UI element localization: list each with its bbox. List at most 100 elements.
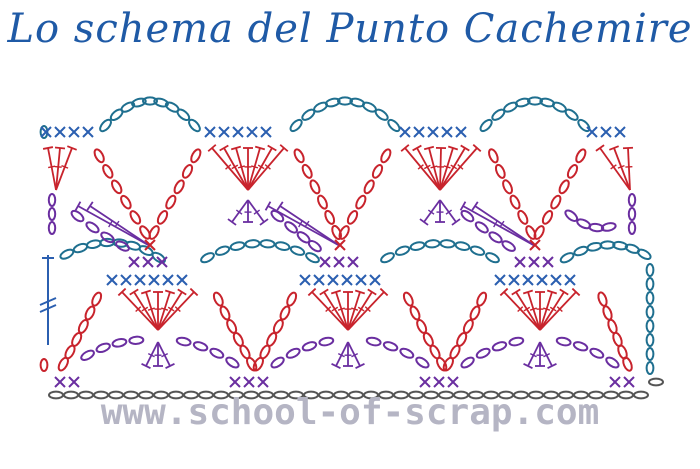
chain-oval-icon [527, 96, 543, 106]
chain-loops [39, 96, 664, 387]
t-stitch-icon [42, 146, 57, 191]
chain-oval-icon [645, 305, 655, 319]
chain-oval-icon [289, 118, 303, 133]
chain-oval-icon [460, 209, 475, 223]
t-stitch-icon [499, 287, 541, 331]
chain-oval-icon [324, 209, 336, 225]
cross-x-icon [600, 126, 612, 138]
chain-oval-icon [550, 194, 562, 210]
chain-oval-icon [102, 164, 114, 179]
chain-oval-icon [479, 118, 493, 133]
side-marks [39, 255, 57, 345]
page-title: Lo schema del Punto Cachemire [7, 6, 693, 52]
chain-oval-icon [558, 179, 570, 195]
chain-oval-icon [442, 356, 454, 372]
chain-oval-icon [324, 97, 341, 108]
website-watermark: www.school-of-scrap.com [100, 392, 600, 433]
chain-oval-icon [374, 108, 389, 121]
t-stitch-icon [459, 201, 536, 247]
t-stitch-icon [539, 341, 557, 370]
t-stitch-icon [347, 287, 389, 331]
chain-oval-icon [128, 335, 145, 345]
t-stitch-icon [331, 341, 349, 370]
cross-x-icon [333, 256, 345, 268]
chain-oval-icon [517, 209, 529, 225]
chain-oval-icon [84, 305, 96, 321]
t-stitch-icon [54, 146, 66, 191]
chain-oval-icon [307, 239, 322, 253]
t-stitch-icon [230, 145, 249, 191]
chain-oval-icon [129, 210, 142, 225]
t-stitch-icon [522, 289, 541, 331]
cross-x-icon [586, 126, 598, 138]
chain-oval-icon [589, 347, 605, 359]
chain-oval-icon [219, 305, 231, 321]
t-stitch-icon [219, 144, 249, 191]
cross-x-icon [528, 256, 540, 268]
cross-x-icon [204, 126, 216, 138]
t-stitch-icon [439, 145, 459, 191]
chain-oval-icon [622, 356, 633, 372]
chain-oval-icon [337, 96, 353, 106]
chain-oval-icon [188, 118, 201, 133]
chain-oval-icon [460, 356, 475, 369]
chain-oval-icon [533, 225, 545, 240]
chain-oval-icon [588, 222, 605, 233]
chain-oval-icon [627, 207, 637, 221]
chain-oval-icon [318, 336, 335, 347]
chain-oval-icon [488, 231, 503, 244]
chain-oval-icon [476, 291, 488, 307]
t-stitch-icon [55, 145, 77, 191]
t-stitch-icon [471, 201, 536, 247]
chain-oval-icon [416, 318, 428, 334]
chain-oval-icon [148, 225, 160, 240]
cross-x-icon [246, 126, 258, 138]
chain-oval-icon [111, 337, 128, 348]
chain-oval-icon [575, 148, 587, 164]
chain-oval-icon [365, 336, 382, 347]
t-stitch-icon [400, 144, 441, 191]
chain-oval-icon [91, 291, 103, 307]
t-stitch-icon [622, 146, 634, 191]
chain-oval-icon [474, 221, 489, 234]
cross-x-icon [327, 274, 339, 286]
t-stitch-icon [439, 199, 461, 226]
chain-oval-icon [151, 251, 166, 264]
chain-oval-icon [387, 118, 401, 133]
chain-oval-icon [485, 252, 500, 264]
chain-oval-icon [252, 356, 264, 372]
chain-oval-icon [142, 96, 158, 106]
chain-oval-icon [173, 179, 185, 195]
chain-oval-icon [600, 222, 617, 232]
chain-oval-icon [309, 179, 321, 195]
chain-oval-icon [525, 225, 537, 240]
cross-x-icon [494, 274, 506, 286]
t-stitch-icon [157, 289, 176, 331]
chain-oval-icon [272, 318, 284, 334]
cross-x-icon [299, 274, 311, 286]
cross-x-icon [106, 274, 118, 286]
chain-oval-icon [394, 245, 411, 256]
cross-x-icon [128, 256, 140, 268]
chain-oval-icon [502, 179, 513, 195]
t-stitch-icon [535, 291, 545, 330]
chain-oval-icon [633, 390, 649, 400]
chain-oval-icon [156, 209, 169, 225]
chain-oval-icon [77, 318, 89, 334]
cross-x-icon [447, 376, 459, 388]
chain-oval-icon [355, 194, 367, 210]
t-stitch-icon [247, 145, 266, 191]
t-stitch-icon [539, 289, 558, 331]
cross-x-icon [334, 239, 346, 251]
chain-oval-icon [338, 225, 350, 240]
chain-oval-icon [279, 305, 291, 321]
cross-x-icon [229, 376, 241, 388]
chain-oval-icon [586, 241, 603, 252]
t-stitch-icon [140, 289, 159, 331]
chain-oval-icon [469, 305, 481, 321]
chain-oval-icon [95, 342, 111, 354]
chain-oval-icon [645, 263, 655, 277]
cross-x-icon [232, 126, 244, 138]
cross-x-icon [623, 376, 635, 388]
